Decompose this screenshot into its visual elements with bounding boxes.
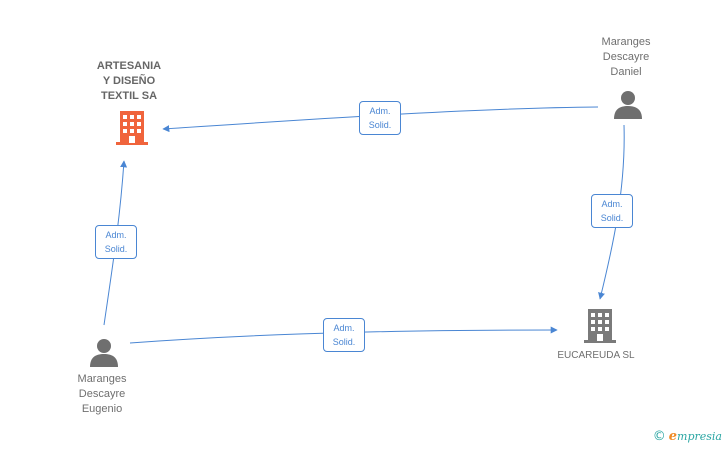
edge-label-line: Adm. [333,323,355,333]
node-label-line: Descayre [78,388,126,400]
edge-label-line: Adm. [105,230,127,240]
node-label-line: ARTESANIA [96,60,162,72]
edge-label-daniel-artesania[interactable]: Adm. Solid. [359,101,401,135]
copyright-icon: © [652,429,666,444]
brand-footer[interactable]: ©empresia [653,429,722,444]
node-label-line: Maranges [601,36,651,48]
building-icon[interactable] [584,309,616,343]
node-label-line: Y DISEÑO [102,75,156,87]
node-label-line: Descayre [602,51,650,63]
brand-initial: e [668,429,678,444]
node-label-artesania[interactable]: ARTESANIA Y DISEÑO TEXTIL SA [84,59,174,104]
brand-name: mpresia [677,430,722,443]
edge-label-daniel-eucareuda[interactable]: Adm. Solid. [591,194,633,228]
edge-label-line: Solid. [600,213,624,223]
person-icon[interactable] [614,91,642,119]
node-label-line: Daniel [610,66,642,78]
node-label-eugenio[interactable]: Maranges Descayre Eugenio [60,372,144,417]
edge-label-line: Solid. [104,244,128,254]
edge-label-line: Solid. [332,337,356,347]
node-label-line: TEXTIL SA [100,90,158,102]
edge-label-line: Adm. [369,106,391,116]
node-label-line: Maranges [77,373,127,385]
edge-label-eugenio-artesania[interactable]: Adm. Solid. [95,225,137,259]
person-icon[interactable] [90,339,118,367]
node-label-daniel[interactable]: Maranges Descayre Daniel [584,35,668,80]
edge-label-eugenio-eucareuda[interactable]: Adm. Solid. [323,318,365,352]
node-label-line: EUCAREUDA SL [557,350,635,361]
building-icon[interactable] [116,111,148,145]
node-label-eucareuda[interactable]: EUCAREUDA SL [546,348,646,363]
edge-label-line: Solid. [368,120,392,130]
edge-label-line: Adm. [601,199,623,209]
node-label-line: Eugenio [81,403,123,415]
